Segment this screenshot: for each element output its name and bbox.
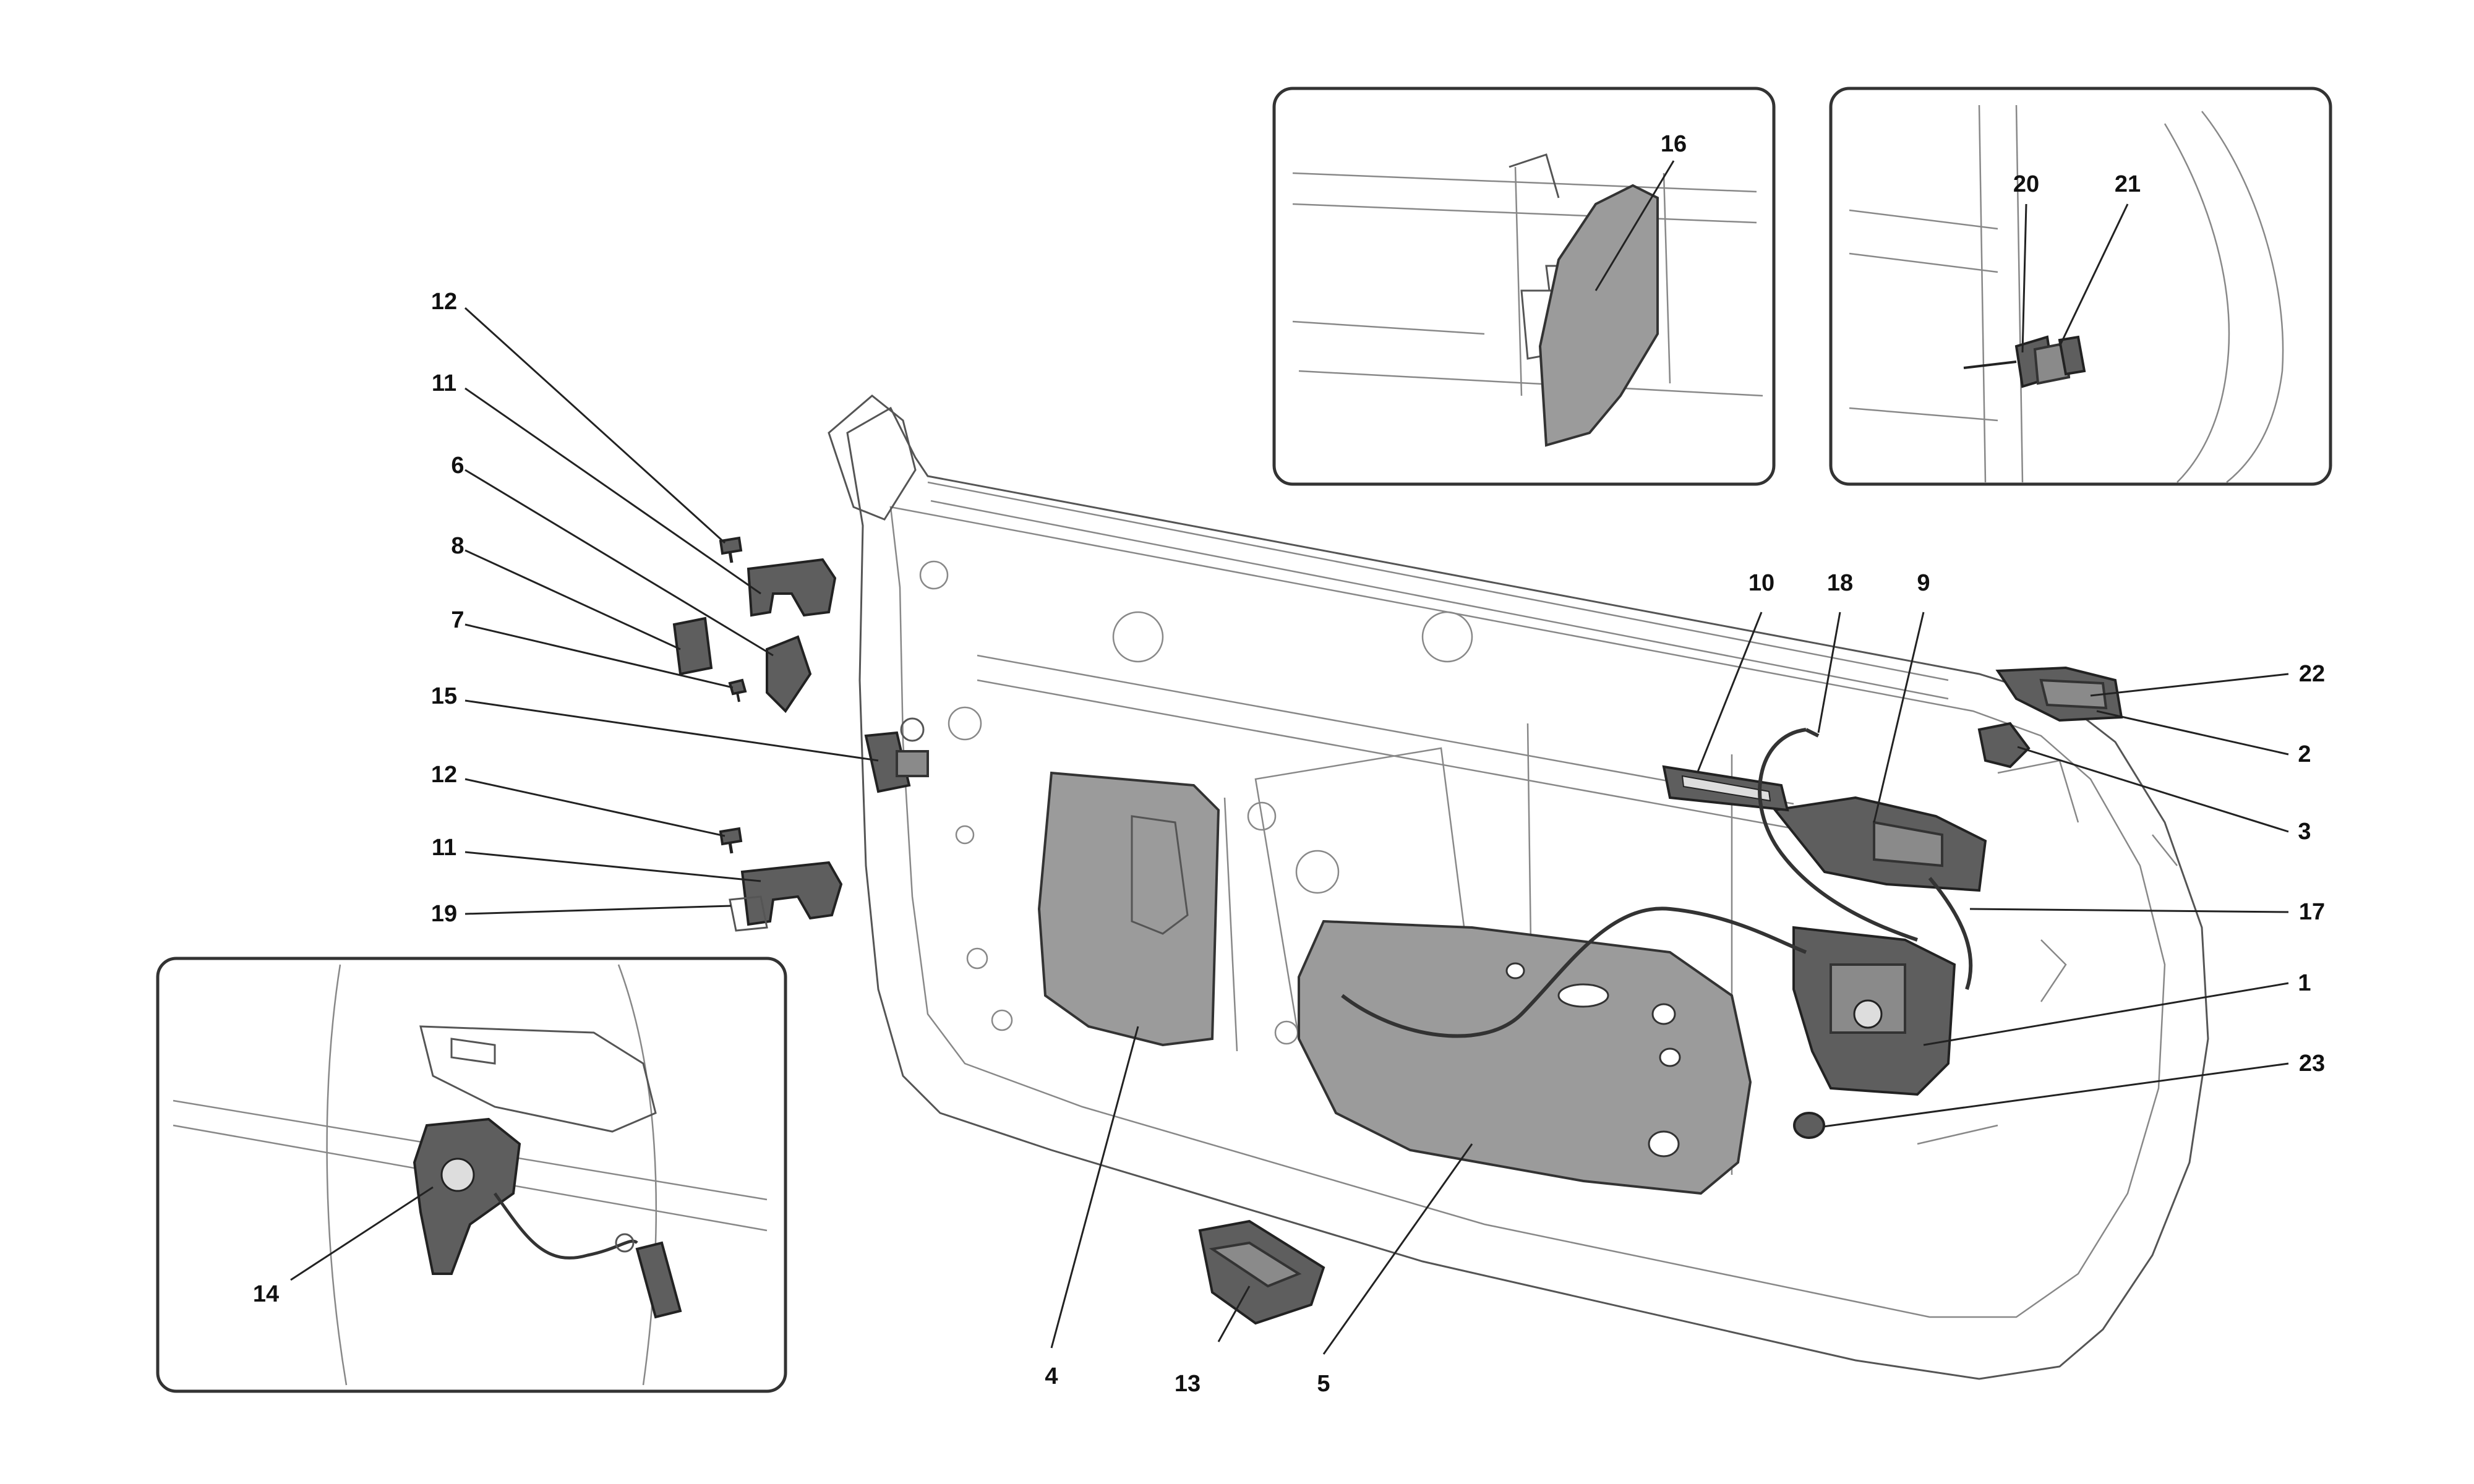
callout-1: 1 (2298, 970, 2311, 996)
callout-16: 16 (1661, 131, 1687, 157)
part-15-hinge (864, 717, 929, 793)
callout-4: 4 (1045, 1363, 1058, 1389)
callout-13: 13 (1175, 1371, 1201, 1397)
callout-18: 18 (1827, 570, 1853, 596)
callout-5: 5 (1317, 1371, 1330, 1397)
door-frame (828, 394, 2209, 1380)
callout-6: 6 (451, 453, 464, 479)
callout-23: 23 (2299, 1051, 2325, 1077)
part-12-bolt-lower (719, 827, 743, 854)
callout-8: 8 (451, 533, 464, 559)
part-19-shim (729, 895, 768, 932)
part-4-sound-pad (1037, 771, 1220, 1047)
callout-12-upper: 12 (431, 289, 457, 315)
callout-7: 7 (451, 607, 464, 633)
part-8-pad (672, 616, 713, 676)
callout-17: 17 (2299, 899, 2325, 925)
callout-19: 19 (431, 901, 457, 927)
leader-lines (290, 160, 2289, 1355)
callout-15: 15 (431, 683, 457, 709)
part-7-screw (728, 678, 747, 702)
part-6-cover (766, 635, 812, 714)
callout-2: 2 (2298, 741, 2311, 767)
callout-21: 21 (2115, 171, 2141, 197)
inset-panel-20-21 (1829, 87, 2332, 486)
part-23-plug (1793, 1112, 1825, 1139)
part-11-bracket-lower (740, 861, 843, 926)
part-12-bolt-upper (719, 536, 743, 563)
part-1-door-lock (1792, 926, 1956, 1096)
callout-9: 9 (1917, 570, 1930, 596)
part-9-release-mechanism (1773, 796, 1987, 892)
callout-14: 14 (253, 1281, 279, 1307)
callout-11-lower: 11 (432, 835, 456, 861)
callout-3: 3 (2298, 819, 2311, 845)
part-11-bracket-upper (747, 558, 837, 617)
callout-22: 22 (2299, 661, 2325, 687)
part-3-handle-insert (1977, 722, 2031, 769)
part-10-handle-plate (1662, 765, 1789, 812)
part-5-sound-pad (1298, 919, 1752, 1195)
callout-11-upper: 11 (432, 370, 456, 396)
callout-10: 10 (1748, 570, 1774, 596)
part-13-bracket (1198, 1219, 1325, 1325)
inset-panel-16 (1272, 87, 1776, 486)
callout-12-lower: 12 (431, 762, 457, 788)
part-17-18-cables (1341, 728, 1973, 1038)
part-22-2-handle-cover (1995, 666, 2123, 722)
inset-panel-14 (156, 957, 787, 1393)
callout-20: 20 (2013, 171, 2039, 197)
callout-labels: 12 11 6 8 7 15 12 11 19 16 20 21 10 18 9… (253, 131, 2325, 1397)
